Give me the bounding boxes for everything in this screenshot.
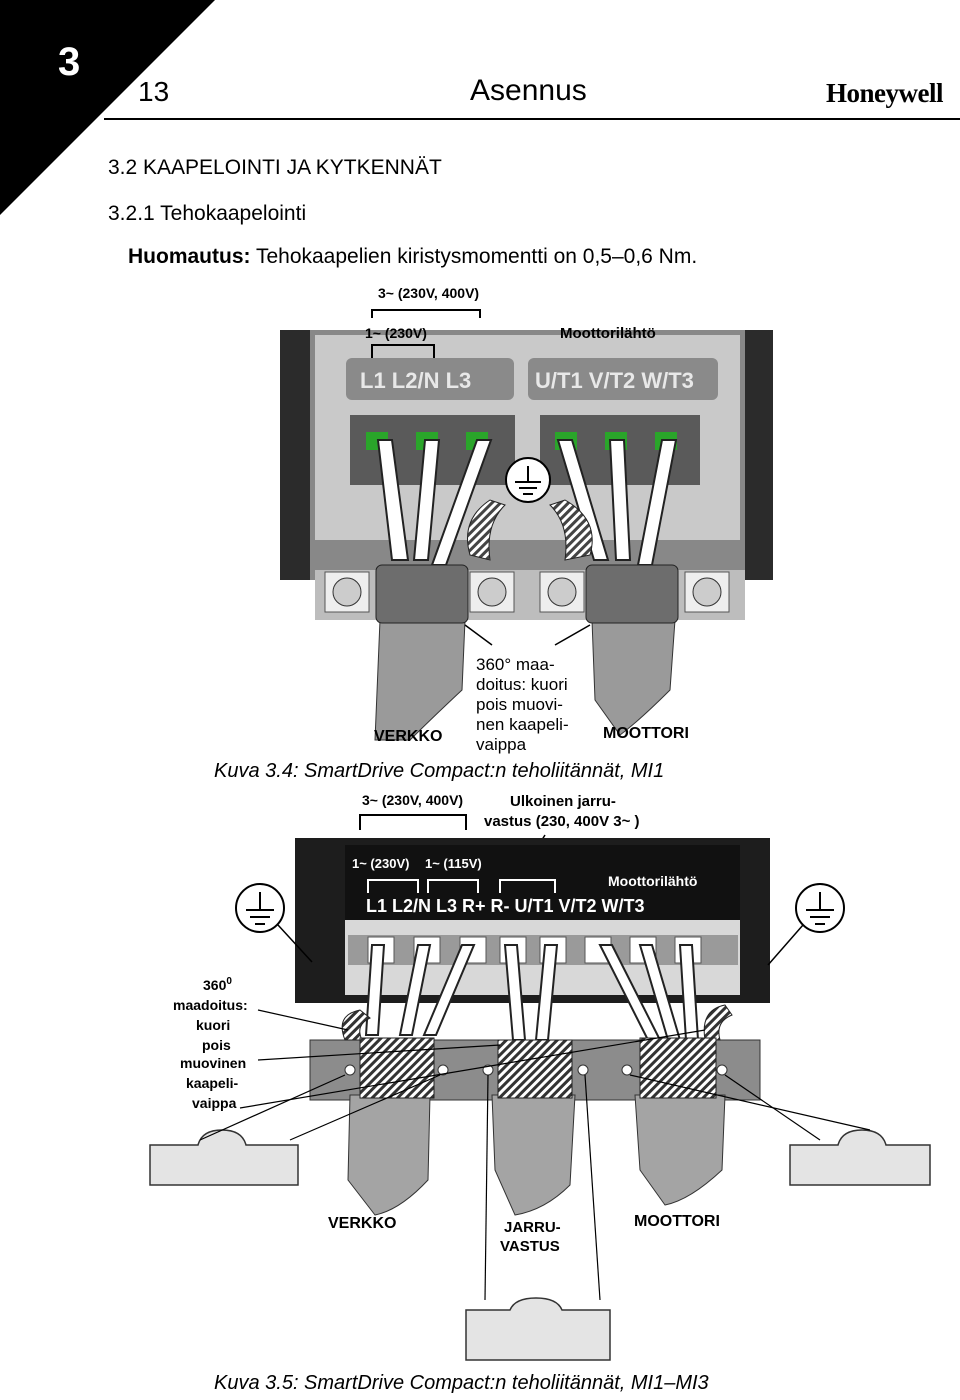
label-1phase-230: 1~ (230V) bbox=[352, 856, 409, 871]
cable-clamp bbox=[149, 1129, 931, 1361]
header-rule bbox=[104, 118, 960, 120]
figure-caption-3-5: Kuva 3.5: SmartDrive Compact:n teholiitä… bbox=[214, 1372, 709, 1394]
figure-mi1-mi3-terminals: 3~ (230V, 400V) Ulkoinen jarru- vastus (… bbox=[149, 792, 931, 1361]
label-brake-res-line-1: JARRU- bbox=[504, 1219, 561, 1236]
ground-note-line-1: 3600 bbox=[203, 976, 232, 993]
ground-note-line-7: vaippa bbox=[192, 1095, 237, 1111]
ground-icon-left bbox=[235, 883, 285, 933]
label-motor: MOOTTORI bbox=[634, 1213, 720, 1230]
page-number: 13 bbox=[138, 76, 170, 107]
figure-mi1-terminals: L1 L2/N L3 U/T1 V/T2 W/T3 3~ (230V, 400V… bbox=[280, 285, 773, 754]
label-mains: VERKKO bbox=[328, 1215, 396, 1232]
label-1phase-115: 1~ (115V) bbox=[425, 856, 482, 871]
chapter-number: 3 bbox=[58, 40, 81, 84]
section-heading: 3.2 KAAPELOINTI JA KYTKENNÄT bbox=[108, 156, 442, 179]
label-motor-output: Moottorilähtö bbox=[608, 873, 697, 889]
brake-resistor-cable bbox=[491, 1094, 576, 1216]
label-3phase: 3~ (230V, 400V) bbox=[378, 285, 479, 301]
subsection-heading: 3.2.1 Tehokaapelointi bbox=[108, 202, 307, 225]
ground-note-line-3: kuori bbox=[196, 1017, 230, 1033]
brand-logo: Honeywell bbox=[826, 78, 944, 108]
label-brake-line-1: Ulkoinen jarru- bbox=[510, 793, 616, 810]
label-1phase: 1~ (230V) bbox=[365, 325, 427, 341]
label-mains: VERKKO bbox=[374, 728, 442, 745]
label-brake-res-line-2: VASTUS bbox=[500, 1238, 560, 1255]
mains-terminal-labels: L1 L2/N L3 bbox=[360, 368, 471, 393]
ground-note-line-5: muovinen bbox=[180, 1055, 246, 1071]
note-label: Huomautus: bbox=[128, 245, 251, 268]
motor-terminal-labels: U/T1 V/T2 W/T3 bbox=[535, 368, 694, 393]
ground-note-line-4: nen kaapeli- bbox=[476, 715, 569, 734]
clamp-screws bbox=[324, 571, 730, 613]
ground-note-number: 360 bbox=[203, 977, 227, 993]
torque-note: Huomautus: Tehokaapelien kiristysmomentt… bbox=[128, 245, 697, 269]
mains-cable bbox=[347, 1094, 431, 1216]
note-text: Tehokaapelien kiristysmomentti on 0,5–0,… bbox=[250, 245, 698, 268]
ground-note-line-3: pois muovi- bbox=[476, 695, 563, 714]
label-brake-line-2: vastus (230, 400V 3~ ) bbox=[484, 813, 640, 830]
mains-cable-clamp bbox=[375, 564, 469, 624]
terminal-labels: L1 L2/N L3 R+ R- U/T1 V/T2 W/T3 bbox=[366, 896, 645, 916]
motor-cable bbox=[591, 619, 676, 736]
chapter-title: Asennus bbox=[470, 74, 587, 107]
ground-note-line-5: vaippa bbox=[476, 735, 527, 754]
motor-cable-clamp bbox=[585, 564, 679, 624]
motor-terminal-plate bbox=[528, 358, 718, 400]
motor-cable bbox=[634, 1094, 726, 1206]
ground-note-sup: 0 bbox=[226, 976, 232, 987]
ground-note-line-4: pois bbox=[202, 1037, 231, 1053]
ground-note-line-1: 360° maa- bbox=[476, 655, 555, 674]
label-motor: MOOTTORI bbox=[603, 725, 689, 742]
label-motor-output: Moottorilähtö bbox=[560, 325, 656, 342]
label-3phase: 3~ (230V, 400V) bbox=[362, 792, 463, 808]
ground-note-line-2: maadoitus: bbox=[173, 997, 248, 1013]
ground-note-line-2: doitus: kuori bbox=[476, 675, 568, 694]
mains-terminal-plate bbox=[346, 358, 514, 400]
ground-icon-right bbox=[795, 883, 845, 933]
mains-cable bbox=[374, 619, 466, 741]
figure-caption-3-4: Kuva 3.4: SmartDrive Compact:n teholiitä… bbox=[214, 760, 665, 782]
ground-note-line-6: kaapeli- bbox=[186, 1075, 238, 1091]
chapter-corner-triangle bbox=[0, 0, 215, 215]
